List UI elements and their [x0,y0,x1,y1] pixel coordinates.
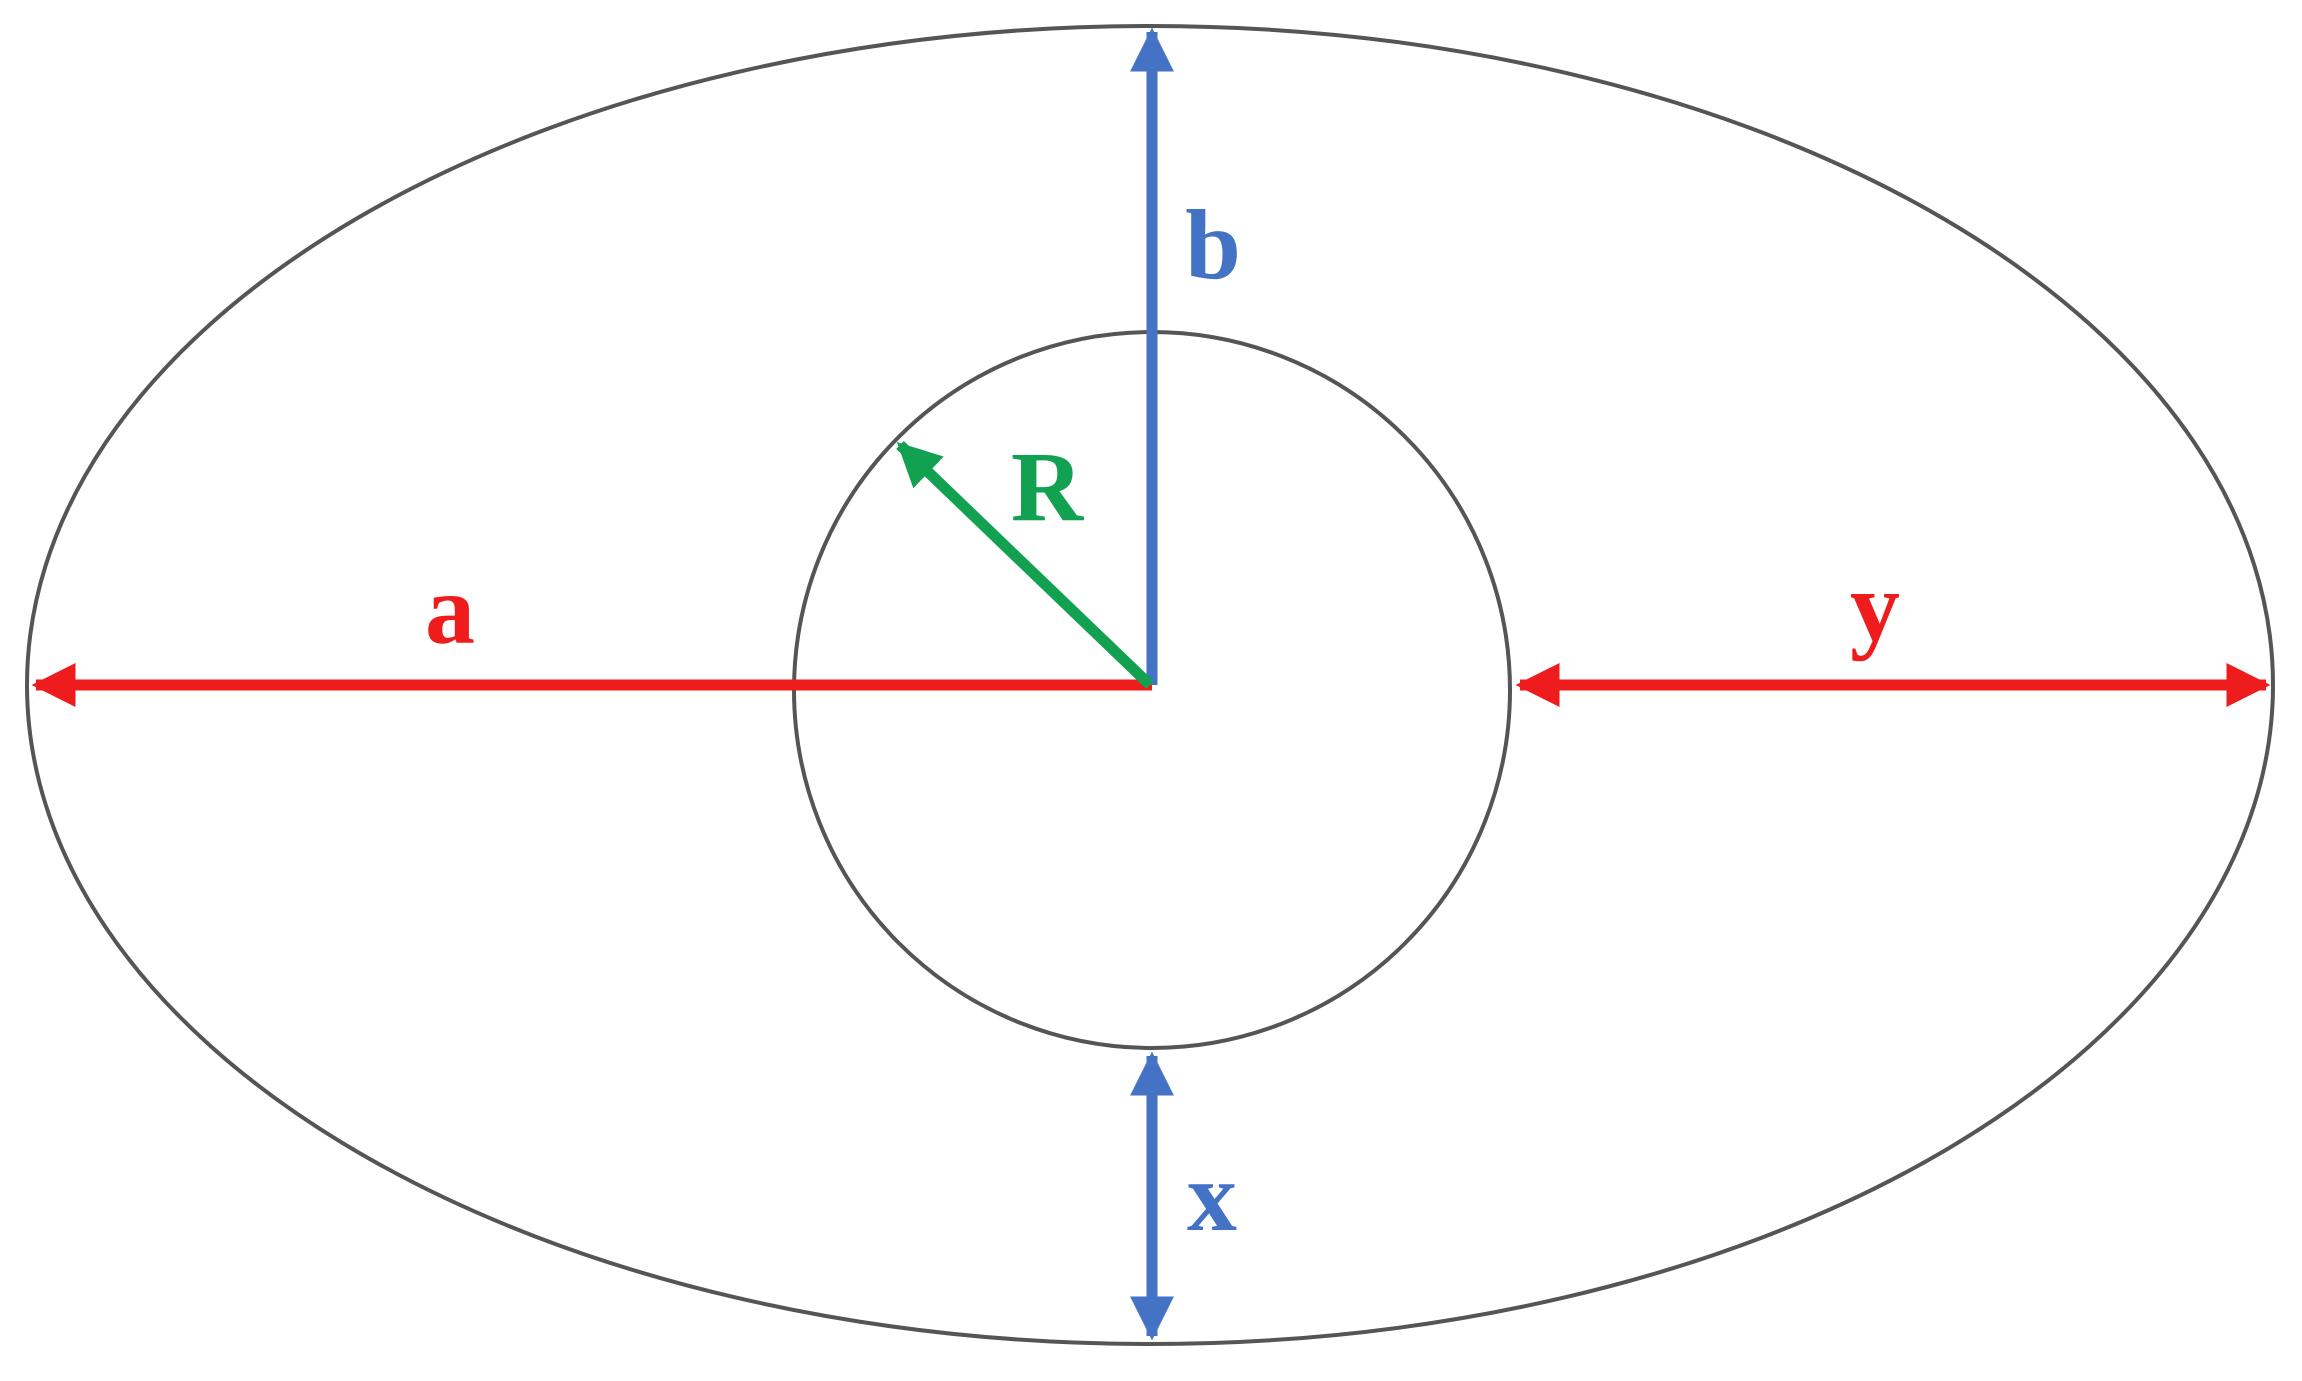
label-y: y [1850,551,1900,662]
arrow-r [896,441,1154,689]
label-a: a [425,554,475,665]
label-x: x [1187,1141,1237,1252]
label-b: b [1185,189,1241,300]
label-r: R [1011,431,1085,542]
outer-ellipse [25,24,2275,1346]
